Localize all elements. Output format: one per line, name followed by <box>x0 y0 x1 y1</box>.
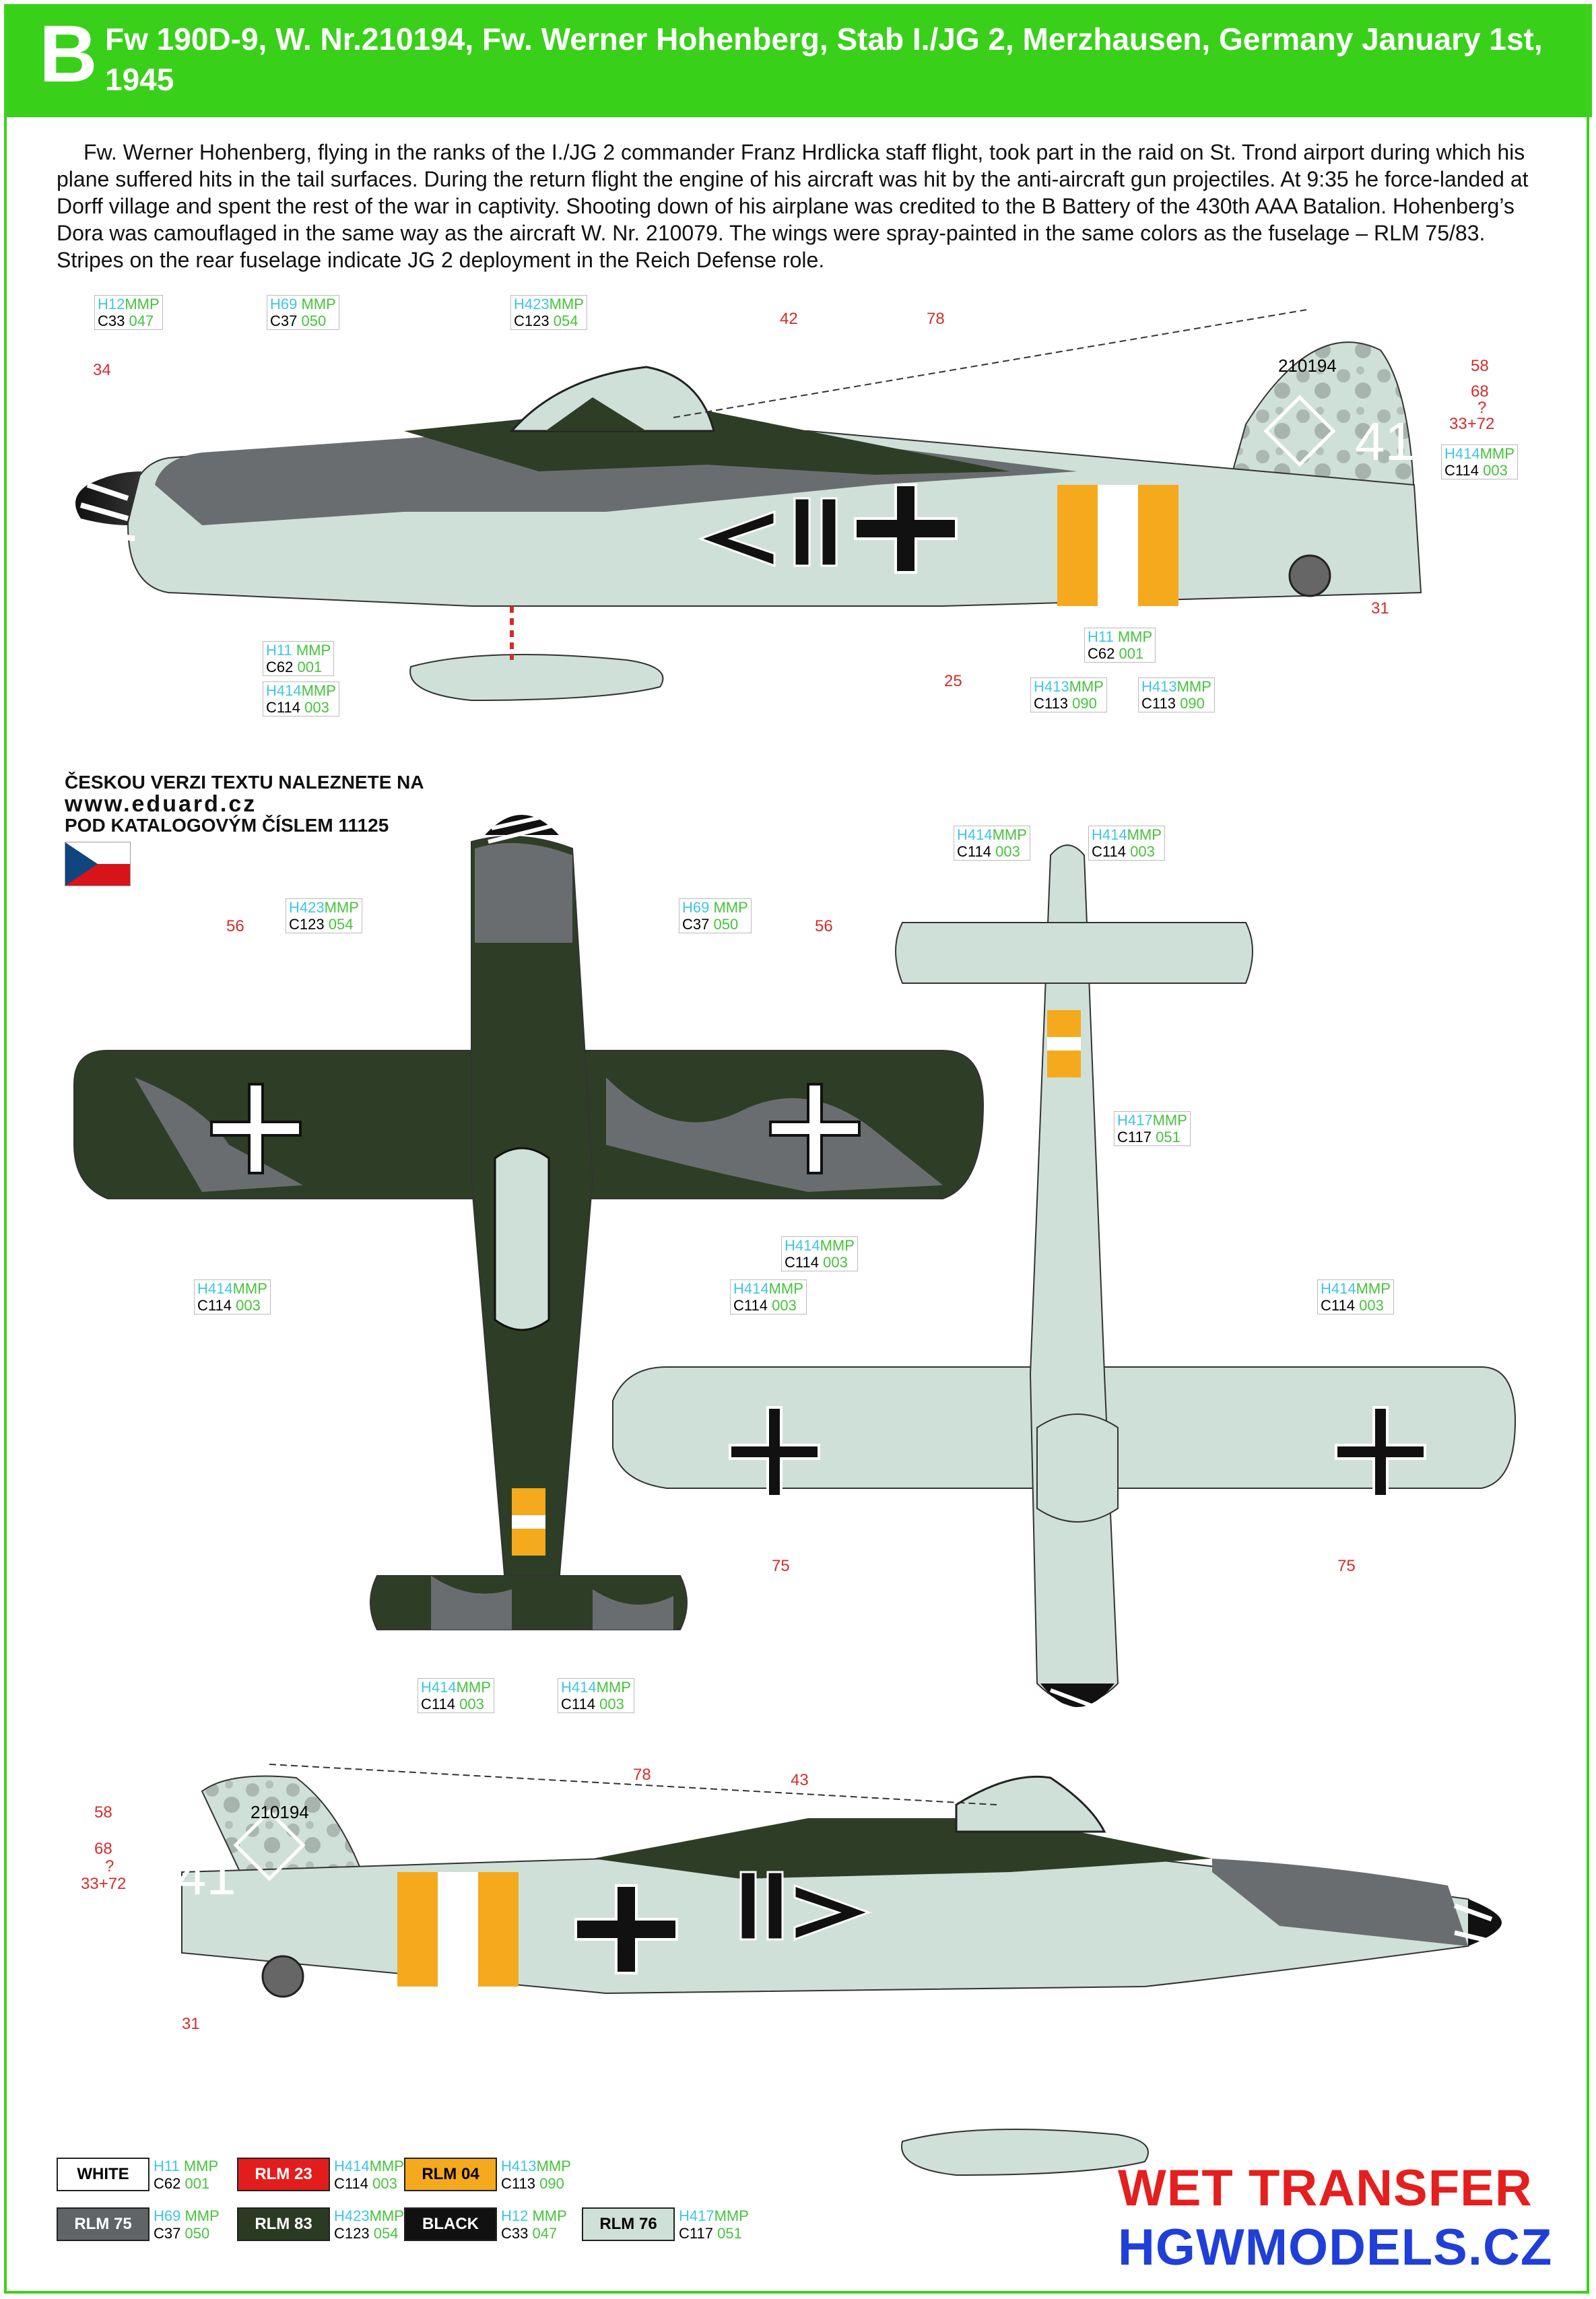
swatch-white: WHITE <box>57 2158 149 2191</box>
marking-number: 33+72 <box>1449 415 1495 433</box>
marking-number: 34 <box>93 361 111 379</box>
swatch-rlm23: RLM 23 <box>237 2158 330 2191</box>
scheme-letter: B <box>39 9 98 99</box>
marking-number: 78 <box>927 310 945 328</box>
marking-number: 68 <box>1471 382 1489 401</box>
swatch-rlm83: RLM 83 <box>237 2207 330 2241</box>
marking-number: ? <box>1477 399 1487 417</box>
page-frame <box>4 4 1589 2294</box>
marking-number: 56 <box>226 917 244 935</box>
czech-flag-icon <box>65 842 131 886</box>
marking-number: 31 <box>182 2015 200 2033</box>
czech-note: ČESKOU VERZI TEXTU NALEZNETE NA www.edua… <box>65 772 424 891</box>
profile-left-side <box>75 309 1422 702</box>
marking-number: 58 <box>1471 357 1489 375</box>
tactical-number-bottom: 41 <box>176 1846 236 1906</box>
czech-note-line3: POD KATALOGOVÝM ČÍSLEM 11125 <box>65 815 389 836</box>
marking-number: 75 <box>1337 1557 1356 1575</box>
hgwmodels-label: HGWMODELS.CZ <box>1118 2219 1553 2276</box>
marking-number: ? <box>105 1857 114 1875</box>
czech-note-url: www.eduard.cz <box>65 791 257 817</box>
marking-number: 78 <box>633 1766 651 1784</box>
swatch-rlm76: RLM 76 <box>582 2207 675 2241</box>
marking-number: 68 <box>94 1840 112 1858</box>
wet-transfer-label: WET TRANSFER <box>1118 2160 1533 2217</box>
werknummer-bottom: 210194 <box>251 1802 309 1822</box>
profile-top-view <box>73 813 985 1630</box>
swatch-black: BLACK <box>404 2207 497 2241</box>
header-bar: B Fw 190D-9, W. Nr.210194, Fw. Werner Ho… <box>4 4 1592 117</box>
werknummer-top: 210194 <box>1278 356 1337 376</box>
swatch-rlm04: RLM 04 <box>404 2158 497 2191</box>
czech-note-line1: ČESKOU VERZI TEXTU NALEZNETE NA <box>65 772 424 793</box>
marking-number: 42 <box>780 310 798 328</box>
marking-number: 31 <box>1371 599 1389 618</box>
profile-right-side <box>181 1764 1502 2176</box>
marking-number: 56 <box>815 917 833 935</box>
swatch-rlm75: RLM 75 <box>57 2207 149 2241</box>
scheme-title: Fw 190D-9, W. Nr.210194, Fw. Werner Hohe… <box>105 22 1543 97</box>
marking-number: 58 <box>94 1803 112 1822</box>
marking-number: 43 <box>791 1771 809 1789</box>
description-text: Fw. Werner Hohenberg, flying in the rank… <box>57 140 1529 272</box>
profile-underside-view <box>612 844 1517 1723</box>
marking-number: 33+72 <box>81 1875 127 1893</box>
marking-number: 75 <box>772 1557 790 1575</box>
marking-number: 25 <box>944 672 962 690</box>
tactical-number-top: 41 <box>1355 411 1415 471</box>
